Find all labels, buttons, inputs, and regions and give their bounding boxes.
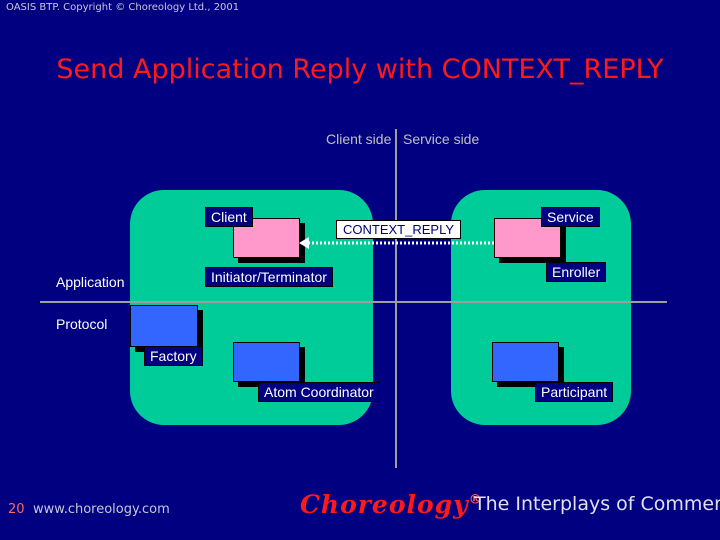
participant-label: Participant: [535, 382, 614, 402]
service-side-label: Service side: [403, 131, 480, 147]
client-label: Client: [205, 207, 253, 227]
atom-coordinator-box: [233, 342, 300, 382]
side-divider-line: [395, 129, 397, 468]
client-side-label: Client side: [326, 131, 392, 147]
tagline: The Interplays of Commerce: [474, 493, 720, 515]
choreology-logo: Choreology®: [300, 490, 483, 519]
initiator-terminator-label: Initiator/Terminator: [205, 267, 333, 287]
application-label: Application: [56, 274, 125, 290]
slide-title: Send Application Reply with CONTEXT_REPL…: [56, 54, 664, 85]
factory-label: Factory: [144, 346, 203, 366]
context-reply-arrow: [299, 237, 494, 249]
service-label: Service: [541, 207, 600, 227]
factory-box: [130, 305, 198, 347]
protocol-label: Protocol: [56, 316, 108, 332]
brand-registered-mark: ®: [468, 492, 483, 508]
atom-coordinator-label: Atom Coordinator: [258, 382, 380, 402]
layer-divider-line: [40, 301, 667, 303]
brand-name: Choreology: [300, 490, 469, 519]
copyright-text: OASIS BTP. Copyright © Choreology Ltd., …: [6, 2, 240, 13]
enroller-label: Enroller: [546, 262, 607, 282]
context-reply-message: CONTEXT_REPLY: [336, 220, 462, 239]
footer-url: www.choreology.com: [33, 502, 170, 517]
slide-number: 20: [8, 502, 25, 517]
participant-box: [492, 342, 559, 382]
